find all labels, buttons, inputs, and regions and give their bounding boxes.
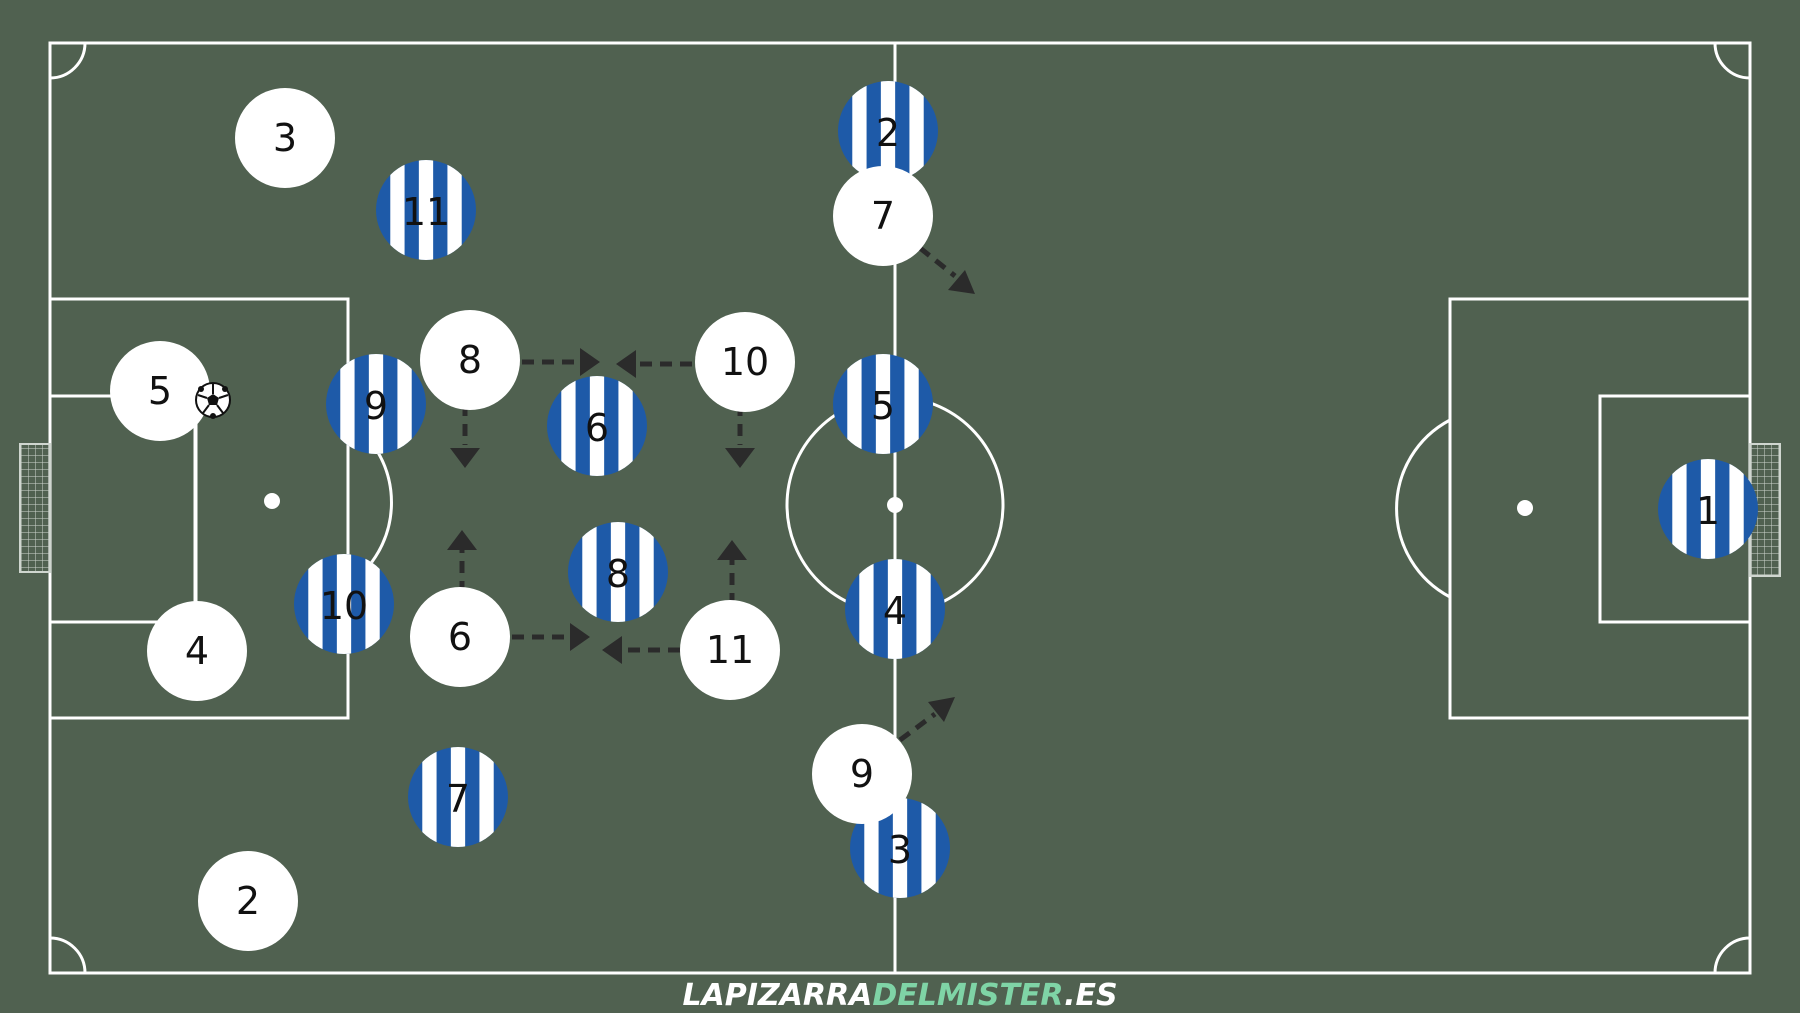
white-player-11[interactable]: 11 [680, 600, 780, 700]
player-number: 2 [876, 111, 900, 155]
striped-player-6[interactable]: 6 [547, 376, 647, 476]
striped-player-7[interactable]: 7 [408, 747, 508, 847]
right-goal-net [1749, 443, 1781, 577]
arrow-head [580, 348, 600, 376]
movement-arrow [898, 711, 937, 743]
arrow-head [616, 350, 636, 378]
arrow-heads [447, 270, 975, 722]
player-number: 10 [320, 584, 368, 628]
player-number: 9 [850, 752, 874, 796]
white-player-2[interactable]: 2 [198, 851, 298, 951]
arrow-head [725, 448, 755, 468]
striped-player-4[interactable]: 4 [845, 559, 945, 659]
striped-player-11[interactable]: 11 [376, 160, 476, 260]
player-number: 7 [871, 194, 895, 238]
player-number: 5 [871, 384, 895, 428]
striped-player-2[interactable]: 2 [838, 81, 938, 181]
player-number: 7 [446, 777, 470, 821]
striped-player-1[interactable]: 1 [1658, 459, 1758, 559]
white-player-10[interactable]: 10 [695, 312, 795, 412]
player-number: 6 [585, 406, 609, 450]
player-number: 3 [888, 828, 912, 872]
striped-player-10[interactable]: 10 [294, 554, 394, 654]
white-team: 3 7 8 10 5 6 11 4 9 2 [110, 88, 933, 951]
striped-player-9[interactable]: 9 [326, 354, 426, 454]
player-number: 3 [273, 116, 297, 160]
player-number: 2 [236, 879, 260, 923]
movement-arrows [459, 246, 957, 743]
white-player-8[interactable]: 8 [420, 310, 520, 410]
player-number: 6 [448, 615, 472, 659]
player-number: 9 [364, 384, 388, 428]
right-penalty-arc [1395, 418, 1451, 599]
player-number: 11 [402, 190, 450, 234]
player-number: 8 [606, 552, 630, 596]
right-penalty-spot [1517, 500, 1533, 516]
watermark-part-3: .ES [1064, 978, 1118, 1013]
white-player-5[interactable]: 5 [110, 341, 210, 441]
player-number: 5 [148, 369, 172, 413]
corner-arc-top-left [49, 42, 87, 80]
arrow-head [450, 448, 480, 468]
center-spot [887, 497, 903, 513]
left-goal-net [19, 443, 51, 573]
white-player-6[interactable]: 6 [410, 587, 510, 687]
arrow-head [602, 636, 622, 664]
corner-arc-bottom-left [49, 936, 87, 974]
movement-arrow [918, 246, 957, 278]
striped-team: 2 11 9 6 5 8 10 4 7 3 1 [294, 81, 1758, 898]
arrow-head [717, 540, 747, 560]
player-number: 10 [721, 340, 769, 384]
left-penalty-spot [264, 493, 280, 509]
player-number: 11 [706, 628, 754, 672]
white-player-9[interactable]: 9 [812, 724, 912, 824]
striped-player-5[interactable]: 5 [833, 354, 933, 454]
arrow-head [948, 270, 975, 294]
arrow-head [570, 623, 590, 651]
player-number: 1 [1696, 489, 1720, 533]
watermark-part-1: LAPIZARRA [682, 978, 872, 1013]
player-number: 4 [883, 589, 907, 633]
soccer-ball-icon[interactable] [195, 382, 231, 419]
watermark-part-2: DELMISTER [872, 978, 1064, 1013]
arrow-head [447, 530, 477, 550]
white-player-3[interactable]: 3 [235, 88, 335, 188]
corner-arc-bottom-right [1713, 936, 1751, 974]
player-number: 4 [185, 629, 209, 673]
corner-arc-top-right [1713, 42, 1751, 80]
player-number: 8 [458, 338, 482, 382]
white-player-7[interactable]: 7 [833, 166, 933, 266]
white-player-4[interactable]: 4 [147, 601, 247, 701]
watermark: LAPIZARRADELMISTER.ES [682, 978, 1117, 1013]
arrow-head [928, 697, 955, 722]
striped-player-8[interactable]: 8 [568, 522, 668, 622]
